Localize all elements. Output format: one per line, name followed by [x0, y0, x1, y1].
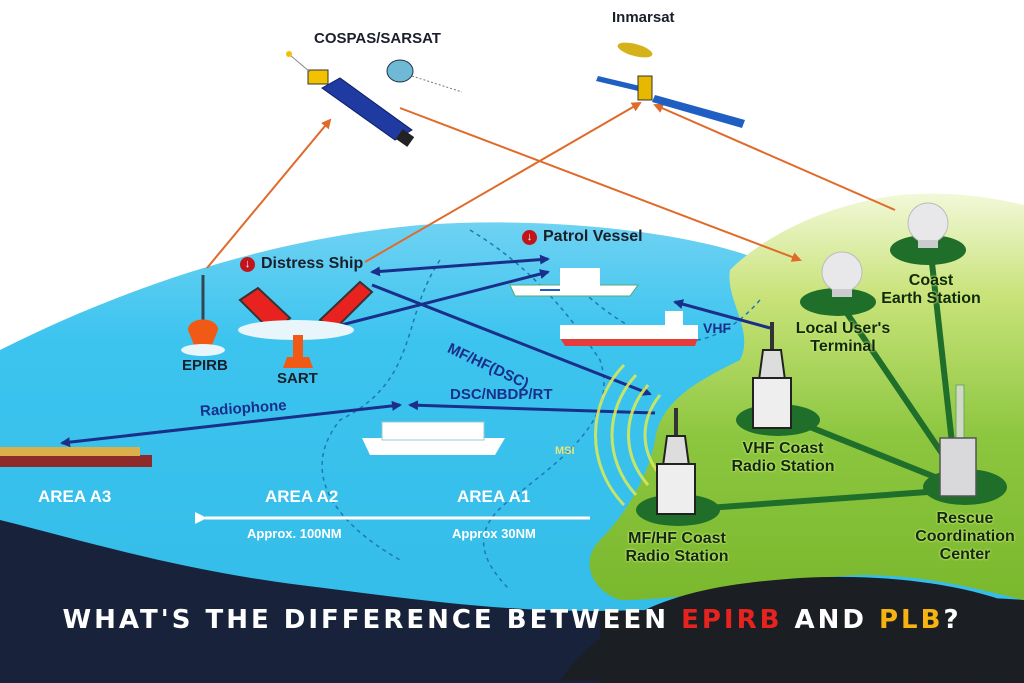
coast-earth-station-label: Coast Earth Station [881, 272, 981, 307]
tanker-ship-icon [560, 311, 698, 346]
epirb-highlight: EPIRB [681, 605, 783, 635]
vhf-label: VHF [703, 320, 731, 336]
location-pin-icon: ↓ [240, 257, 255, 272]
cospas-sarsat-satellite-icon [286, 51, 463, 147]
distress-ship-label: ↓Distress Ship [240, 255, 363, 273]
area-a3-label: AREA A3 [38, 487, 112, 506]
location-pin-icon: ↓ [522, 230, 537, 245]
patrol-vessel-icon [509, 268, 639, 297]
vhf-coast-radio-station-label: VHF Coast Radio Station [731, 440, 835, 475]
area-a1-range: Approx 30NM [452, 526, 536, 541]
radio-tower-icon [656, 408, 696, 515]
area-a1-label: AREA A1 [457, 487, 531, 506]
rescue-center-building-icon [939, 384, 977, 497]
cargo-ship-icon [0, 447, 152, 467]
patrol-vessel-label: ↓Patrol Vessel [522, 228, 643, 246]
radio-tower-icon [752, 322, 792, 429]
epirb-beacon-icon [181, 275, 225, 356]
cospas-sarsat-label: COSPAS/SARSAT [314, 30, 441, 47]
satellite-dish-icon [907, 202, 949, 248]
epirb-label: EPIRB [182, 357, 228, 374]
satellite-dish-icon [821, 251, 863, 297]
cruise-ship-icon [362, 421, 505, 455]
dsc-nbdp-rt-label: DSC/NBDP/RT [450, 386, 553, 403]
inmarsat-label: Inmarsat [612, 9, 675, 26]
plb-highlight: PLB [878, 605, 944, 635]
rescue-coordination-center-label: Rescue Coordination Center [915, 510, 1015, 563]
area-a2-range: Approx. 100NM [247, 526, 342, 541]
sart-beacon-icon [283, 335, 313, 368]
local-users-terminal-label: Local User's Terminal [795, 320, 891, 355]
inmarsat-satellite-icon [596, 42, 745, 128]
distress-ship-icon [238, 280, 374, 340]
page-title: WHAT'S THE DIFFERENCE BETWEEN EPIRB AND … [62, 605, 962, 635]
area-a2-label: AREA A2 [265, 487, 339, 506]
mf-hf-coast-radio-station-label: MF/HF Coast Radio Station [625, 530, 729, 565]
sart-label: SART [277, 370, 318, 387]
msi-label: MSI [555, 445, 575, 457]
